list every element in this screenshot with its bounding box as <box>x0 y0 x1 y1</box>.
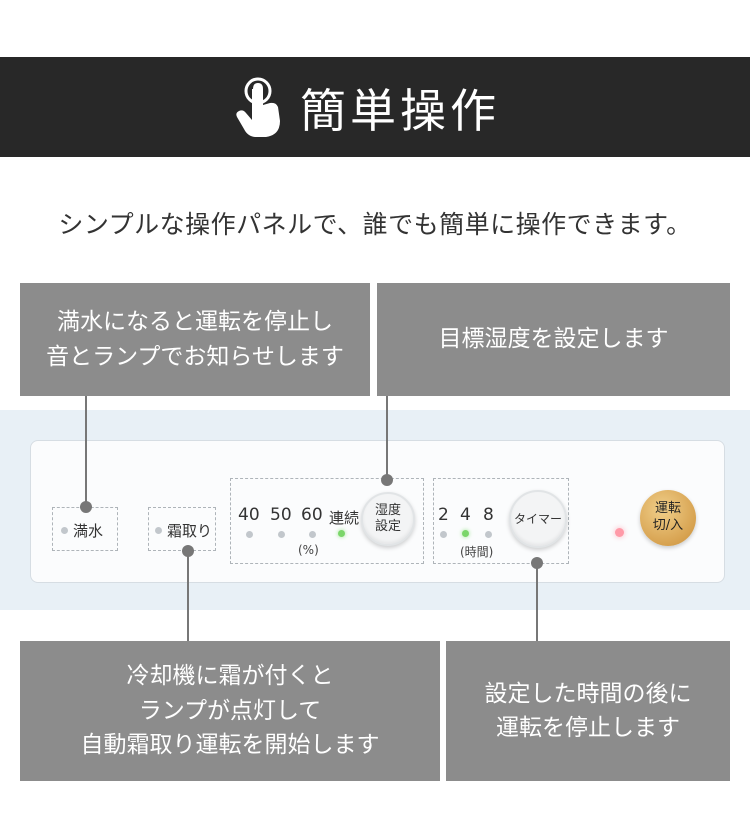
timer-led-8 <box>485 531 492 538</box>
humidity-button-line-1: 湿度 <box>374 502 401 518</box>
humidity-led-60 <box>309 531 316 538</box>
defrost-led <box>155 527 162 534</box>
page-title: 簡単操作 <box>300 84 500 138</box>
leader-pin-humidity <box>381 474 393 486</box>
leader-line-humidity <box>386 396 388 478</box>
header-banner: 簡単操作 <box>0 57 750 157</box>
callout-full-water-line-2: 音とランプでお知らせします <box>46 343 344 370</box>
subtitle: シンプルな操作パネルで、誰でも簡単に操作できます。 <box>58 210 692 239</box>
power-button[interactable]: 運転 切/入 <box>640 490 696 546</box>
humidity-unit: (%) <box>298 543 319 557</box>
callout-full-water-line-1: 満水になると運転を停止し <box>57 309 333 335</box>
callout-defrost-line-2: ランプが点灯して <box>138 697 322 724</box>
callout-humidity: 目標湿度を設定します <box>377 283 730 396</box>
humidity-group <box>230 478 424 564</box>
power-button-line-2: 切/入 <box>652 518 684 533</box>
full-water-led <box>61 527 68 534</box>
callout-timer-line-1: 設定した時間の後に <box>484 680 692 707</box>
timer-button[interactable]: タイマー <box>509 490 567 548</box>
leader-pin-timer <box>531 557 543 569</box>
humidity-led-40 <box>246 531 253 538</box>
full-water-label: 満水 <box>73 522 104 540</box>
timer-option-8: 8 <box>483 505 494 525</box>
humidity-setting-button[interactable]: 湿度 設定 <box>361 492 415 546</box>
callout-defrost-line-1: 冷却機に霜が付くと <box>126 663 334 690</box>
pointing-hand-icon <box>236 77 280 137</box>
header-content: 簡単操作 <box>232 77 500 139</box>
defrost-label: 霜取り <box>167 522 213 540</box>
timer-group <box>433 478 569 564</box>
humidity-option-continuous: 連続 <box>329 509 360 527</box>
callout-humidity-line-1: 目標湿度を設定します <box>438 326 669 353</box>
humidity-option-60: 60 <box>301 505 323 525</box>
leader-line-defrost <box>187 551 189 641</box>
callout-timer: 設定した時間の後に 運転を停止します <box>446 641 730 781</box>
callout-defrost-line-3: 自動霜取り運転を開始します <box>80 732 380 759</box>
timer-button-label: タイマー <box>513 511 562 526</box>
callout-defrost: 冷却機に霜が付くと ランプが点灯して 自動霜取り運転を開始します <box>20 641 440 781</box>
humidity-button-line-2: 設定 <box>374 519 401 534</box>
timer-led-4 <box>462 530 469 537</box>
callout-timer-line-2: 運転を停止します <box>496 715 680 741</box>
callout-full-water: 満水になると運転を停止し 音とランプでお知らせします <box>20 283 370 396</box>
leader-pin-defrost <box>182 545 194 557</box>
humidity-option-40: 40 <box>238 505 260 525</box>
leader-pin-full-water <box>80 501 92 513</box>
timer-option-4: 4 <box>460 505 471 525</box>
timer-unit: (時間) <box>460 545 494 559</box>
leader-line-full-water <box>85 396 87 507</box>
humidity-led-continuous <box>338 530 345 537</box>
device-body <box>0 410 750 610</box>
power-led <box>615 528 624 537</box>
timer-option-2: 2 <box>438 505 449 525</box>
leader-line-timer <box>536 564 538 641</box>
timer-led-2 <box>440 531 447 538</box>
humidity-option-50: 50 <box>270 505 292 525</box>
humidity-led-50 <box>278 531 285 538</box>
power-button-line-1: 運転 <box>654 501 681 517</box>
